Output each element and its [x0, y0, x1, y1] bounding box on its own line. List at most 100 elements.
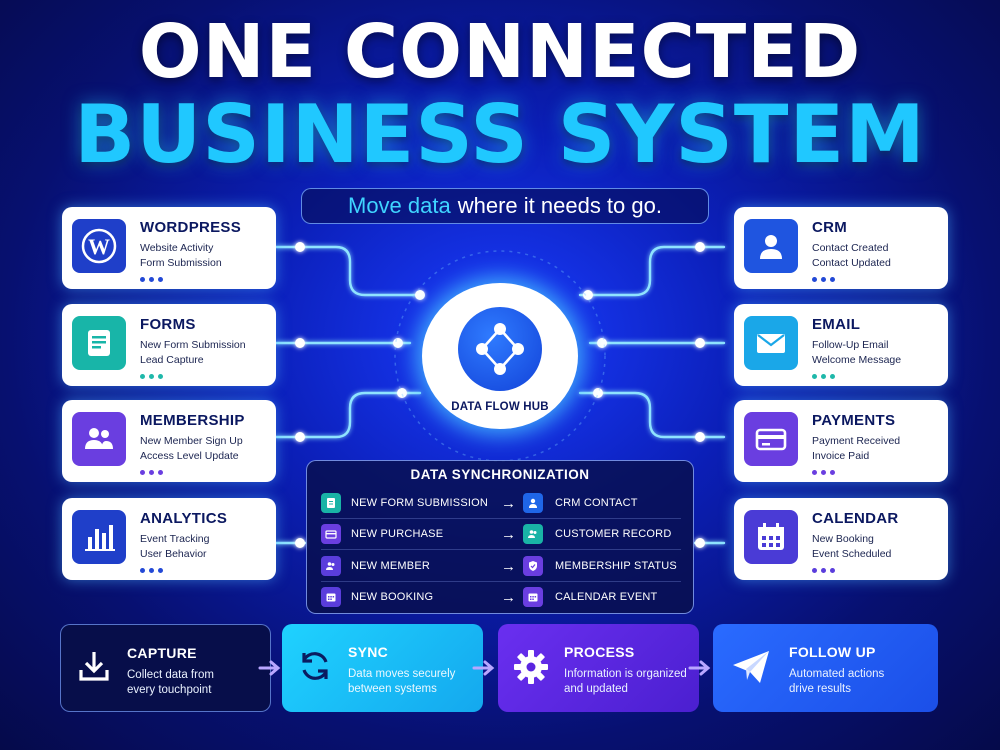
wire-node — [295, 432, 305, 442]
sync-row: NEW PURCHASE → CUSTOMER RECORD — [321, 521, 681, 547]
wordpress-icon: W — [72, 219, 126, 273]
card-dots — [812, 568, 899, 573]
wire-node — [695, 538, 705, 548]
card-line: New Member Sign Up — [140, 435, 243, 447]
sync-to: MEMBERSHIP STATUS — [555, 560, 677, 572]
wire-node — [695, 242, 705, 252]
card-dots — [140, 277, 241, 282]
title-line-1: ONE CONNECTED — [138, 9, 862, 95]
step-title: SYNC — [348, 644, 389, 660]
wire-node — [295, 242, 305, 252]
hub-label: DATA FLOW HUB — [451, 401, 549, 413]
card-line: Contact Updated — [812, 257, 891, 269]
step-title: PROCESS — [564, 644, 635, 660]
card-dots — [812, 374, 901, 379]
step-capture: CAPTURE Collect data from every touchpoin… — [60, 624, 271, 712]
card-line: Form Submission — [140, 257, 222, 269]
card-line: Event Scheduled — [812, 548, 892, 560]
card-dots — [140, 374, 246, 379]
card-title: CALENDAR — [812, 510, 899, 527]
step-line: every touchpoint — [127, 684, 212, 696]
wire-node — [397, 388, 407, 398]
paper-plane-icon — [713, 647, 789, 687]
card-title: PAYMENTS — [812, 412, 896, 429]
sync-arrow: → — [501, 494, 517, 512]
download-icon — [61, 648, 127, 684]
data-synchronization-panel: DATA SYNCHRONIZATION NEW FORM SUBMISSION… — [306, 460, 694, 614]
card-line: Website Activity — [140, 242, 214, 254]
credit-card-icon — [321, 524, 341, 544]
wire-node — [295, 538, 305, 548]
sync-arrows-icon — [282, 647, 348, 685]
card-line: Contact Created — [812, 242, 889, 254]
wire-node — [695, 432, 705, 442]
wire-node — [597, 338, 607, 348]
step-line: Data moves securely — [348, 668, 456, 680]
wire-node — [393, 338, 403, 348]
data-flow-hub: DATA FLOW HUB — [410, 278, 590, 434]
network-nodes-icon — [476, 323, 524, 375]
tagline-rest: where it needs to go. — [457, 193, 662, 218]
shield-check-icon — [523, 556, 543, 576]
users-icon — [72, 412, 126, 466]
flow-arrow-icon — [472, 660, 495, 676]
card-line: Welcome Message — [812, 354, 902, 366]
envelope-icon — [744, 316, 798, 370]
step-follow-up: FOLLOW UP Automated actions drive results — [713, 624, 938, 712]
card-line: User Behavior — [140, 548, 207, 560]
flow-arrow-icon — [688, 660, 711, 676]
step-line: drive results — [789, 683, 851, 695]
wire-node — [695, 338, 705, 348]
sync-to: CALENDAR EVENT — [555, 591, 658, 603]
wire-payments — [578, 391, 726, 439]
wire-membership — [274, 391, 422, 439]
sync-from: NEW PURCHASE — [351, 528, 444, 540]
card-dots — [140, 470, 245, 475]
gear-icon — [498, 647, 564, 687]
step-line: between systems — [348, 683, 437, 695]
svg-text:W: W — [88, 234, 110, 259]
sync-from: NEW MEMBER — [351, 560, 430, 572]
sync-from: NEW FORM SUBMISSION — [351, 497, 489, 509]
wire-wordpress — [274, 245, 422, 297]
sync-to: CRM CONTACT — [555, 497, 638, 509]
hub-icon-circle — [458, 307, 542, 391]
tagline: Move data where it needs to go. — [301, 188, 709, 224]
card-title: CRM — [812, 219, 848, 236]
form-icon — [321, 493, 341, 513]
step-line: Automated actions — [789, 668, 885, 680]
wire-node — [295, 338, 305, 348]
calendar-icon — [523, 587, 543, 607]
sync-arrow: → — [501, 588, 517, 606]
card-title: ANALYTICS — [140, 510, 228, 527]
wire-node — [415, 290, 425, 300]
title-line-2: BUSINESS SYSTEM — [74, 88, 926, 181]
card-line: Invoice Paid — [812, 450, 870, 462]
card-dots — [812, 470, 900, 475]
card-line: Event Tracking — [140, 533, 210, 545]
calendar-icon — [321, 587, 341, 607]
step-title: FOLLOW UP — [789, 644, 876, 660]
wire-node — [593, 388, 603, 398]
card-title: FORMS — [140, 316, 196, 333]
sync-to: CUSTOMER RECORD — [555, 528, 672, 540]
wire-node — [583, 290, 593, 300]
credit-card-icon — [744, 412, 798, 466]
flow-arrow-icon — [258, 660, 281, 676]
person-icon — [523, 493, 543, 513]
step-title: CAPTURE — [127, 645, 197, 661]
sync-divider — [321, 549, 681, 550]
card-line: New Form Submission — [140, 339, 246, 351]
sync-arrow: → — [501, 525, 517, 543]
sync-row: NEW FORM SUBMISSION → CRM CONTACT — [321, 490, 681, 516]
step-line: Collect data from — [127, 669, 214, 681]
